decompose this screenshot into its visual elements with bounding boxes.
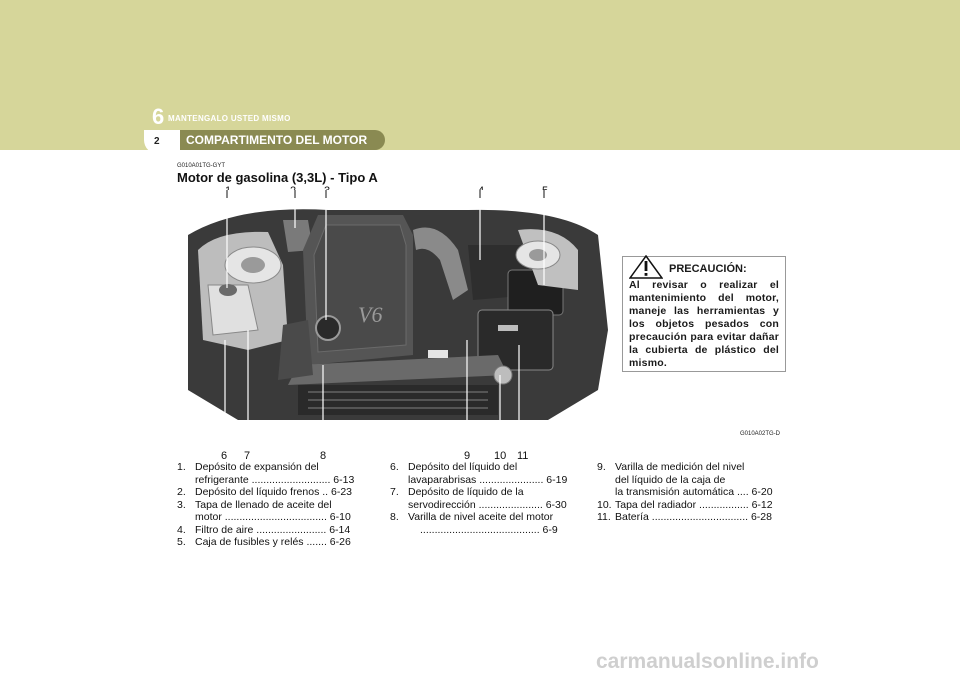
list-item: 8. Varilla de nivel aceite del motor ...… [390, 511, 558, 536]
figure-title: Motor de gasolina (3,3L) - Tipo A [177, 170, 378, 185]
caution-box: PRECAUCIÓN: Al revisar o realizar el man… [622, 255, 786, 372]
header-band [0, 0, 960, 150]
list-item: 1. Depósito de expansión del refrigerant… [177, 461, 355, 486]
image-code: G010A02TG-D [740, 431, 781, 437]
list-item: 4. Filtro de aire ......................… [177, 523, 351, 536]
list-item: 5. Caja de fusibles y relés ....... 6-26 [177, 536, 351, 548]
figure-code: G010A01TG-GYT [177, 163, 226, 169]
callout-7: 7 [244, 450, 251, 462]
legend-column-3: 9. Varilla de medición del nivel del líq… [597, 461, 787, 524]
list-item: 10. Tapa del radiador ................. … [597, 498, 773, 511]
caution-title: PRECAUCIÓN: [669, 263, 747, 275]
page-number: 2 [154, 136, 160, 147]
chapter-title: MANTENGALO USTED MISMO [168, 114, 291, 123]
list-item: 7. Depósito de líquido de la servodirecc… [390, 486, 567, 511]
list-item: 11. Batería ............................… [597, 511, 772, 523]
watermark: carmanualsonline.info [596, 650, 819, 673]
legend-column-2: 6. Depósito del líquido del lavaparabris… [390, 461, 580, 536]
svg-text:V6: V6 [358, 302, 382, 327]
callout-9: 9 [464, 450, 471, 462]
chapter-number: 6 [152, 104, 165, 129]
list-item: 9. Varilla de medición del nivel del líq… [597, 461, 773, 498]
list-item: 6. Depósito del líquido del lavaparabris… [390, 461, 568, 486]
legend-column-1: 1. Depósito de expansión del refrigerant… [177, 461, 367, 549]
callout-10: 10 [494, 450, 507, 462]
callout-6: 6 [221, 450, 228, 462]
warning-triangle-icon [629, 255, 663, 279]
caution-text: Al revisar o realizar el mantenimiento d… [629, 279, 779, 369]
callout-11: 11 [517, 450, 529, 462]
page-tab [144, 130, 184, 154]
section-bar [180, 130, 385, 150]
list-item: 2. Depósito del líquido frenos .. 6-23 [177, 486, 353, 498]
engine-bay-photo: V6 [178, 190, 608, 448]
section-title: COMPARTIMENTO DEL MOTOR [186, 133, 368, 147]
callout-8: 8 [320, 450, 327, 462]
list-item: 3. Tapa de llenado de aceite del motor .… [177, 498, 351, 524]
